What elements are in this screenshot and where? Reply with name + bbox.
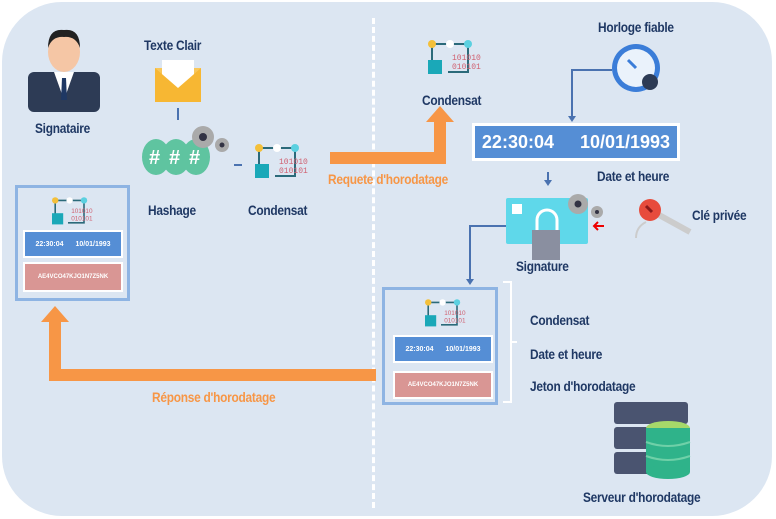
server-timestamp-token: 22:30:04 10/01/1993 AE4VCO47KJO1N7Z5NK [382, 287, 498, 405]
reponse-label: Réponse d'horodatage [152, 389, 276, 405]
texte-clair-label: Texte Clair [144, 37, 202, 53]
hashage-label: Hashage [148, 202, 196, 218]
legend-jeton: Jeton d'horodatage [530, 378, 636, 394]
cle-privee-label: Clé privée [692, 207, 747, 223]
timestamp-bar: 22:30:04 10/01/1993 [23, 230, 123, 258]
serveur-label: Serveur d'horodatage [583, 489, 701, 505]
timestamp-bar: 22:30:04 10/01/1993 [393, 335, 493, 363]
token-bar: AE4VCO47KJO1N7Z5NK [393, 371, 493, 399]
condensat-top-label: Condensat [422, 92, 482, 108]
signature-label: Signature [516, 258, 569, 274]
date-heure-label: Date et heure [597, 168, 670, 184]
time-value: 22:30:04 [405, 345, 434, 353]
time-value: 22:30:04 [35, 240, 64, 248]
client-timestamp-token: 22:30:04 10/01/1993 AE4VCO47KJO1N7Z5NK [15, 185, 130, 301]
signataire-label: Signataire [35, 120, 90, 136]
date-value: 10/01/1993 [75, 240, 111, 248]
condensat-label: Condensat [248, 202, 308, 218]
legend-date-heure: Date et heure [530, 346, 603, 362]
client-server-divider [372, 18, 375, 508]
time-value: 22:30:04 [481, 131, 554, 152]
token-value: AE4VCO47KJO1N7Z5NK [407, 382, 479, 388]
token-value: AE4VCO47KJO1N7Z5NK [37, 274, 109, 280]
horloge-label: Horloge fiable [598, 19, 674, 35]
token-bar: AE4VCO47KJO1N7Z5NK [23, 262, 123, 292]
date-value: 10/01/1993 [445, 345, 481, 353]
legend-condensat: Condensat [530, 312, 590, 328]
requete-label: Requete d'horodatage [328, 171, 449, 187]
date-value: 10/01/1993 [579, 131, 671, 152]
clock-display: 22:30:04 10/01/1993 [472, 123, 680, 161]
